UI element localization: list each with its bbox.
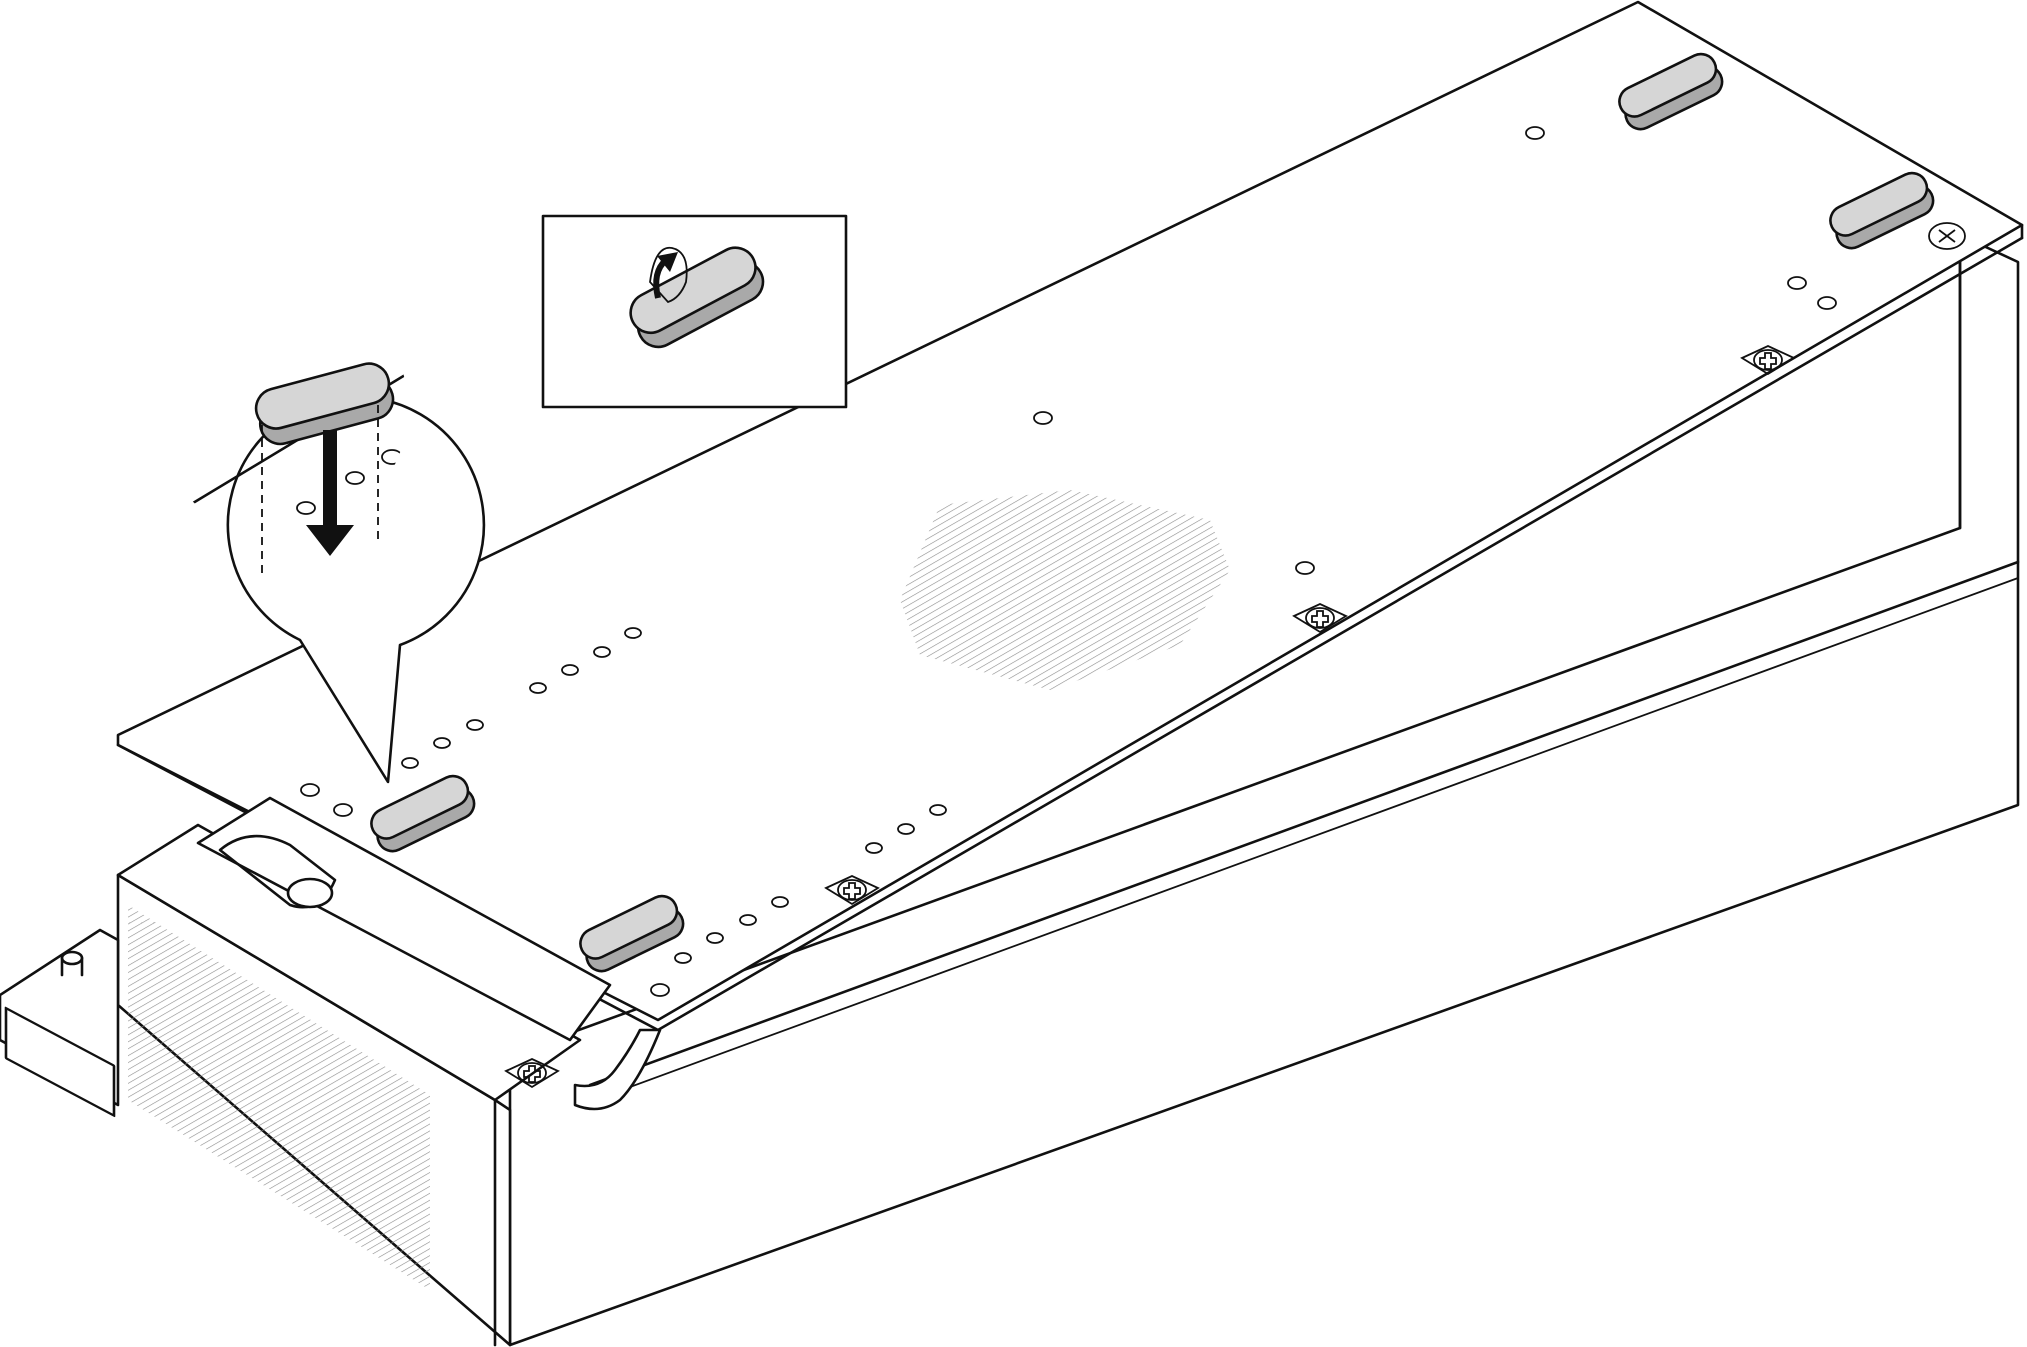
hole	[1787, 276, 1807, 290]
handle-block-top	[116, 823, 582, 1102]
curved-arrow-head	[657, 252, 678, 272]
hole	[739, 914, 757, 926]
hole	[561, 664, 579, 676]
hole	[296, 501, 316, 515]
side-groove-line-2	[599, 577, 2019, 1099]
hole	[771, 896, 789, 908]
bumpers	[370, 52, 1935, 973]
hole	[333, 803, 353, 817]
hole	[650, 983, 670, 997]
phillips-screw-icon	[1928, 222, 1966, 250]
hole	[929, 804, 947, 816]
deck-holes	[300, 126, 1837, 997]
handle-recess	[196, 796, 612, 1042]
phillips-screw-icon	[1292, 603, 1348, 634]
phillips-screw-icon	[1740, 345, 1796, 376]
hole	[865, 842, 883, 854]
hole	[433, 737, 451, 749]
hole	[466, 719, 484, 731]
roller-end-cap	[286, 877, 334, 909]
peeled-backing	[649, 246, 688, 304]
rubber-bumper	[629, 246, 765, 349]
zoom-callout	[152, 358, 486, 784]
rubber-bumper	[579, 894, 685, 973]
rubber-bumper	[1618, 52, 1724, 131]
rubber-bumper	[370, 774, 476, 853]
hole	[1817, 296, 1837, 310]
hole	[1525, 126, 1545, 140]
hole	[706, 932, 724, 944]
hole	[624, 627, 642, 639]
hole	[529, 682, 547, 694]
hole	[345, 471, 365, 485]
front-notch	[573, 1028, 662, 1111]
hole	[182, 529, 208, 536]
hole	[401, 757, 419, 769]
rubber-bumper	[1829, 171, 1935, 250]
hole	[300, 783, 320, 797]
rubber-bumper	[254, 362, 395, 446]
hole	[458, 410, 478, 424]
bracket-post	[60, 950, 84, 966]
phillips-screw-icon	[824, 875, 880, 906]
bracket-slot	[4, 1006, 116, 1118]
hole	[674, 952, 692, 964]
hole	[1295, 561, 1315, 575]
phillips-screw-icon	[504, 1058, 560, 1089]
hole	[1033, 411, 1053, 425]
peel-inset	[541, 214, 848, 409]
deck-texture	[900, 490, 1230, 690]
hole	[593, 646, 611, 658]
deck-right-edge	[656, 236, 2024, 1032]
screws	[504, 222, 1966, 1089]
handle-block-texture	[128, 905, 430, 1290]
hole	[897, 823, 915, 835]
side-groove-line	[588, 560, 2020, 1087]
arrow-down-icon	[306, 430, 354, 556]
